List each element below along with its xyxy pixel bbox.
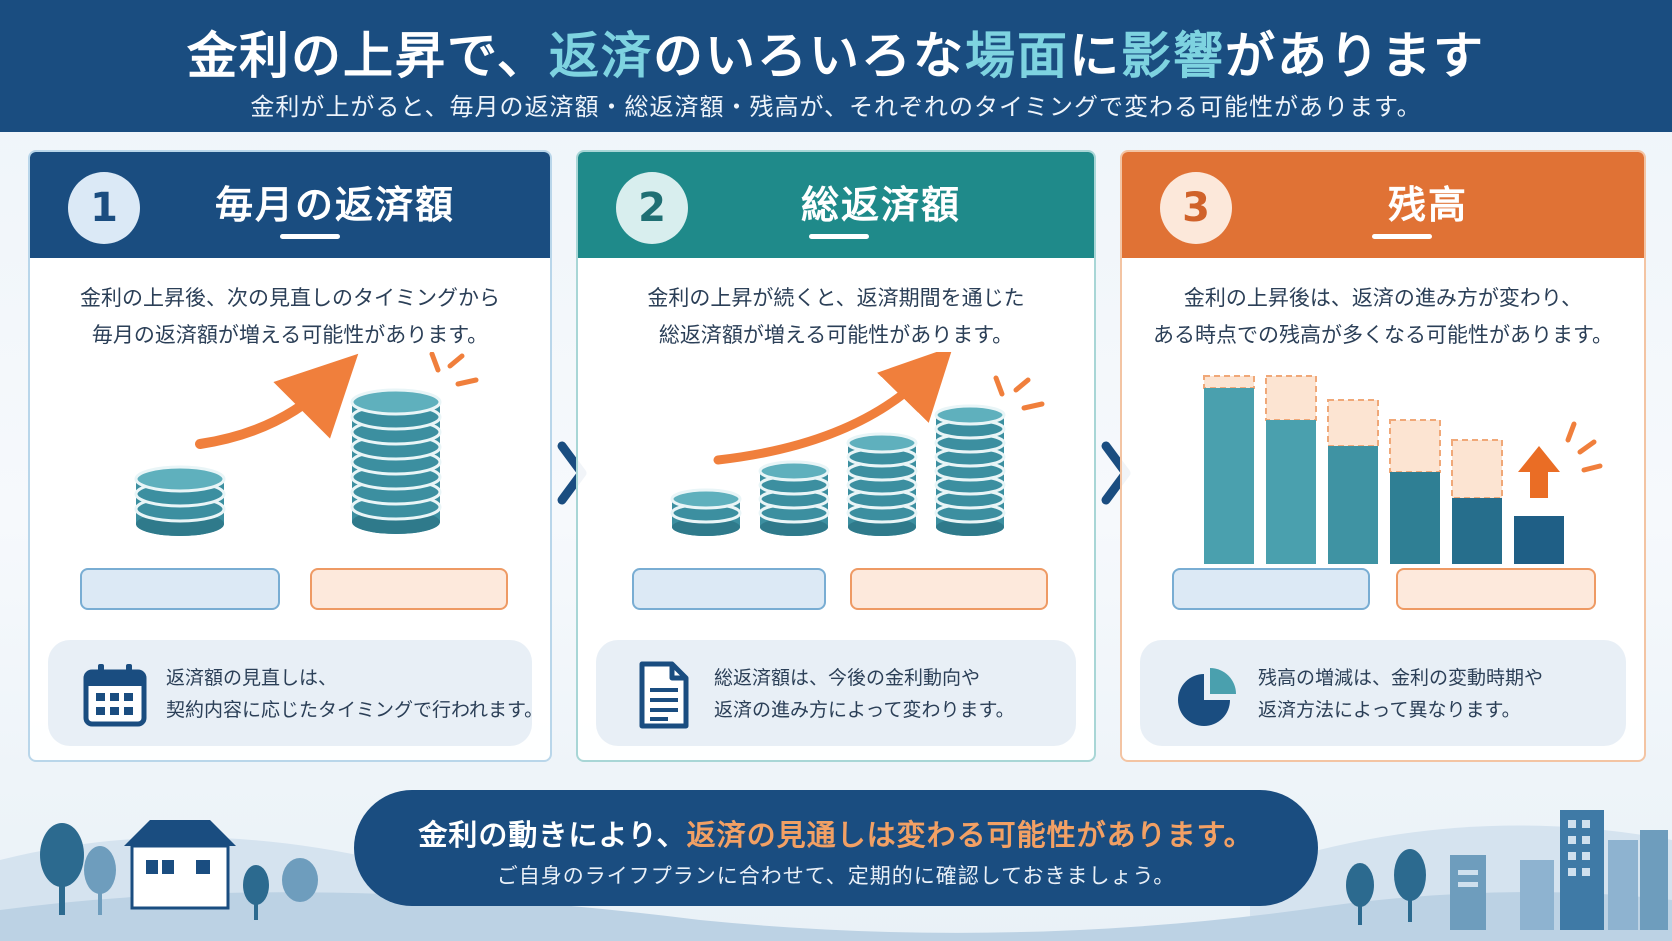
coin-stack <box>758 460 830 536</box>
desc-line: 金利の上昇後、次の見直しのタイミングから <box>80 286 500 310</box>
bar-extra <box>1389 419 1441 473</box>
coin-stack <box>846 432 918 536</box>
title-underline <box>280 234 340 239</box>
page-title: 金利の上昇で、返済のいろいろな場面に影響があります <box>0 16 1672 88</box>
card-title: 毎月の返済額 <box>214 183 455 227</box>
balance-bar-illustration <box>1203 375 1603 564</box>
card-note: 返済額の見直しは、 契約内容に応じたタイミングで行われます。 <box>48 640 544 746</box>
desc-line: 金利の上昇が続くと、返済期間を通じた <box>647 286 1025 310</box>
coin-stack <box>934 404 1006 536</box>
title-highlight: 返済 <box>549 27 653 85</box>
card-description: 金利の上昇が続くと、返済期間を通じた 総返済額が増える可能性があります。 <box>588 280 1084 354</box>
calendar-icon <box>83 664 147 727</box>
desc-line: 総返済額が増える可能性があります。 <box>658 323 1014 347</box>
title-underline <box>1372 234 1432 239</box>
bar <box>1452 498 1502 564</box>
desc-line: 毎月の返済額が増える可能性があります。 <box>91 323 489 347</box>
bar <box>1266 420 1316 564</box>
note-text: 総返済額は、今後の金利動向や 返済の進み方によって変わります。 <box>714 662 1066 726</box>
background-scenery <box>0 810 1672 941</box>
coin-stack-large <box>350 388 442 534</box>
card-note: 総返済額は、今後の金利動向や 返済の進み方によって変わります。 <box>596 640 1076 746</box>
bottom-main-highlight: 返済の見通しは変わる可能性があります。 <box>686 818 1254 852</box>
note-line: 残高の増減は、金利の変動時期や <box>1258 667 1544 689</box>
bar-extra <box>1327 399 1379 447</box>
title-part: のいろいろな <box>653 27 965 85</box>
coin-stack-small <box>134 465 226 536</box>
emphasis-lines <box>429 352 479 387</box>
title-highlight: 影響 <box>1121 27 1225 85</box>
note-line: 返済額の見直しは、 <box>166 667 338 689</box>
before-label <box>632 568 826 610</box>
emphasis-lines <box>993 375 1045 411</box>
increase-arrow <box>195 353 359 449</box>
note-text: 返済額の見直しは、 契約内容に応じたタイミングで行われます。 <box>166 662 544 726</box>
card-header: 2 総返済額 <box>578 152 1094 258</box>
bar <box>1514 516 1564 564</box>
step-number: 1 <box>68 172 140 244</box>
bottom-main-text: 金利の動きにより、返済の見通しは変わる可能性があります。 <box>354 812 1318 854</box>
card-monthly-payment: 1 毎月の返済額 金利の上昇後、次の見直しのタイミングから 毎月の返済額が増える… <box>28 150 552 762</box>
title-part: があります <box>1225 27 1485 85</box>
title-highlight: 場面 <box>965 27 1069 85</box>
note-line: 返済の進み方によって変わります。 <box>714 699 1015 721</box>
before-label <box>80 568 280 610</box>
bar <box>1204 388 1254 564</box>
card-balance: 3 残高 金利の上昇後は、返済の進み方が変わり、 ある時点での残高が多くなる可能… <box>1120 150 1646 762</box>
bottom-main-part: 金利の動きにより、 <box>418 818 687 852</box>
coin-stack <box>670 488 742 536</box>
bar <box>1328 446 1378 564</box>
note-line: 総返済額は、今後の金利動向や <box>714 667 981 689</box>
tree-icon <box>40 823 318 920</box>
before-label <box>1172 568 1370 610</box>
emphasis-lines <box>1565 421 1603 473</box>
coin-stacks-growing <box>670 352 1045 536</box>
card-title: 残高 <box>1387 183 1468 227</box>
desc-line: ある時点での残高が多くなる可能性があります。 <box>1153 323 1613 347</box>
increase-arrow <box>713 352 954 465</box>
title-part: に <box>1069 27 1121 85</box>
step-number: 2 <box>616 172 688 244</box>
note-line: 返済方法によって異なります。 <box>1258 699 1521 721</box>
page-subtitle: 金利が上がると、毎月の返済額・総返済額・残高が、それぞれのタイミングで変わる可能… <box>250 93 1422 121</box>
card-description: 金利の上昇後は、返済の進み方が変わり、 ある時点での残高が多くなる可能性がありま… <box>1132 280 1634 354</box>
document-icon <box>639 661 689 729</box>
card-header: 1 毎月の返済額 <box>30 152 550 258</box>
after-label <box>850 568 1048 610</box>
bar <box>1390 472 1440 564</box>
arrow-up-icon <box>1518 446 1560 498</box>
after-label <box>1396 568 1596 610</box>
bottom-message: 金利の動きにより、返済の見通しは変わる可能性があります。 ご自身のライフプランに… <box>354 790 1318 906</box>
bar-extra <box>1265 375 1317 421</box>
title-underline <box>809 234 869 239</box>
desc-line: 金利の上昇後は、返済の進み方が変わり、 <box>1183 286 1583 310</box>
pie-chart-icon <box>1178 668 1236 726</box>
bar-extra <box>1203 375 1255 389</box>
balance-bars <box>1203 375 1564 564</box>
card-header: 3 残高 <box>1122 152 1644 258</box>
card-note: 残高の増減は、金利の変動時期や 返済方法によって異なります。 <box>1140 640 1626 746</box>
note-line: 契約内容に応じたタイミングで行われます。 <box>166 699 544 721</box>
card-total-repayment: 2 総返済額 金利の上昇が続くと、返済期間を通じた 総返済額が増える可能性があり… <box>576 150 1096 762</box>
note-text: 残高の増減は、金利の変動時期や 返済方法によって異なります。 <box>1258 662 1616 726</box>
house-icon <box>124 820 236 910</box>
title-part: 金利の上昇で、 <box>187 27 549 85</box>
card-title: 総返済額 <box>800 183 961 227</box>
header-banner: 金利の上昇で、返済のいろいろな場面に影響があります 金利が上がると、毎月の返済額… <box>0 0 1672 132</box>
step-number: 3 <box>1160 172 1232 244</box>
building-icon <box>1346 810 1668 930</box>
bottom-sub-text: ご自身のライフプランに合わせて、定期的に確認しておきましょう。 <box>496 864 1176 888</box>
after-label <box>310 568 508 610</box>
card-description: 金利の上昇後、次の見直しのタイミングから 毎月の返済額が増える可能性があります。 <box>40 280 540 354</box>
coin-stack-illustration <box>134 352 479 536</box>
bar-extra <box>1451 439 1503 499</box>
